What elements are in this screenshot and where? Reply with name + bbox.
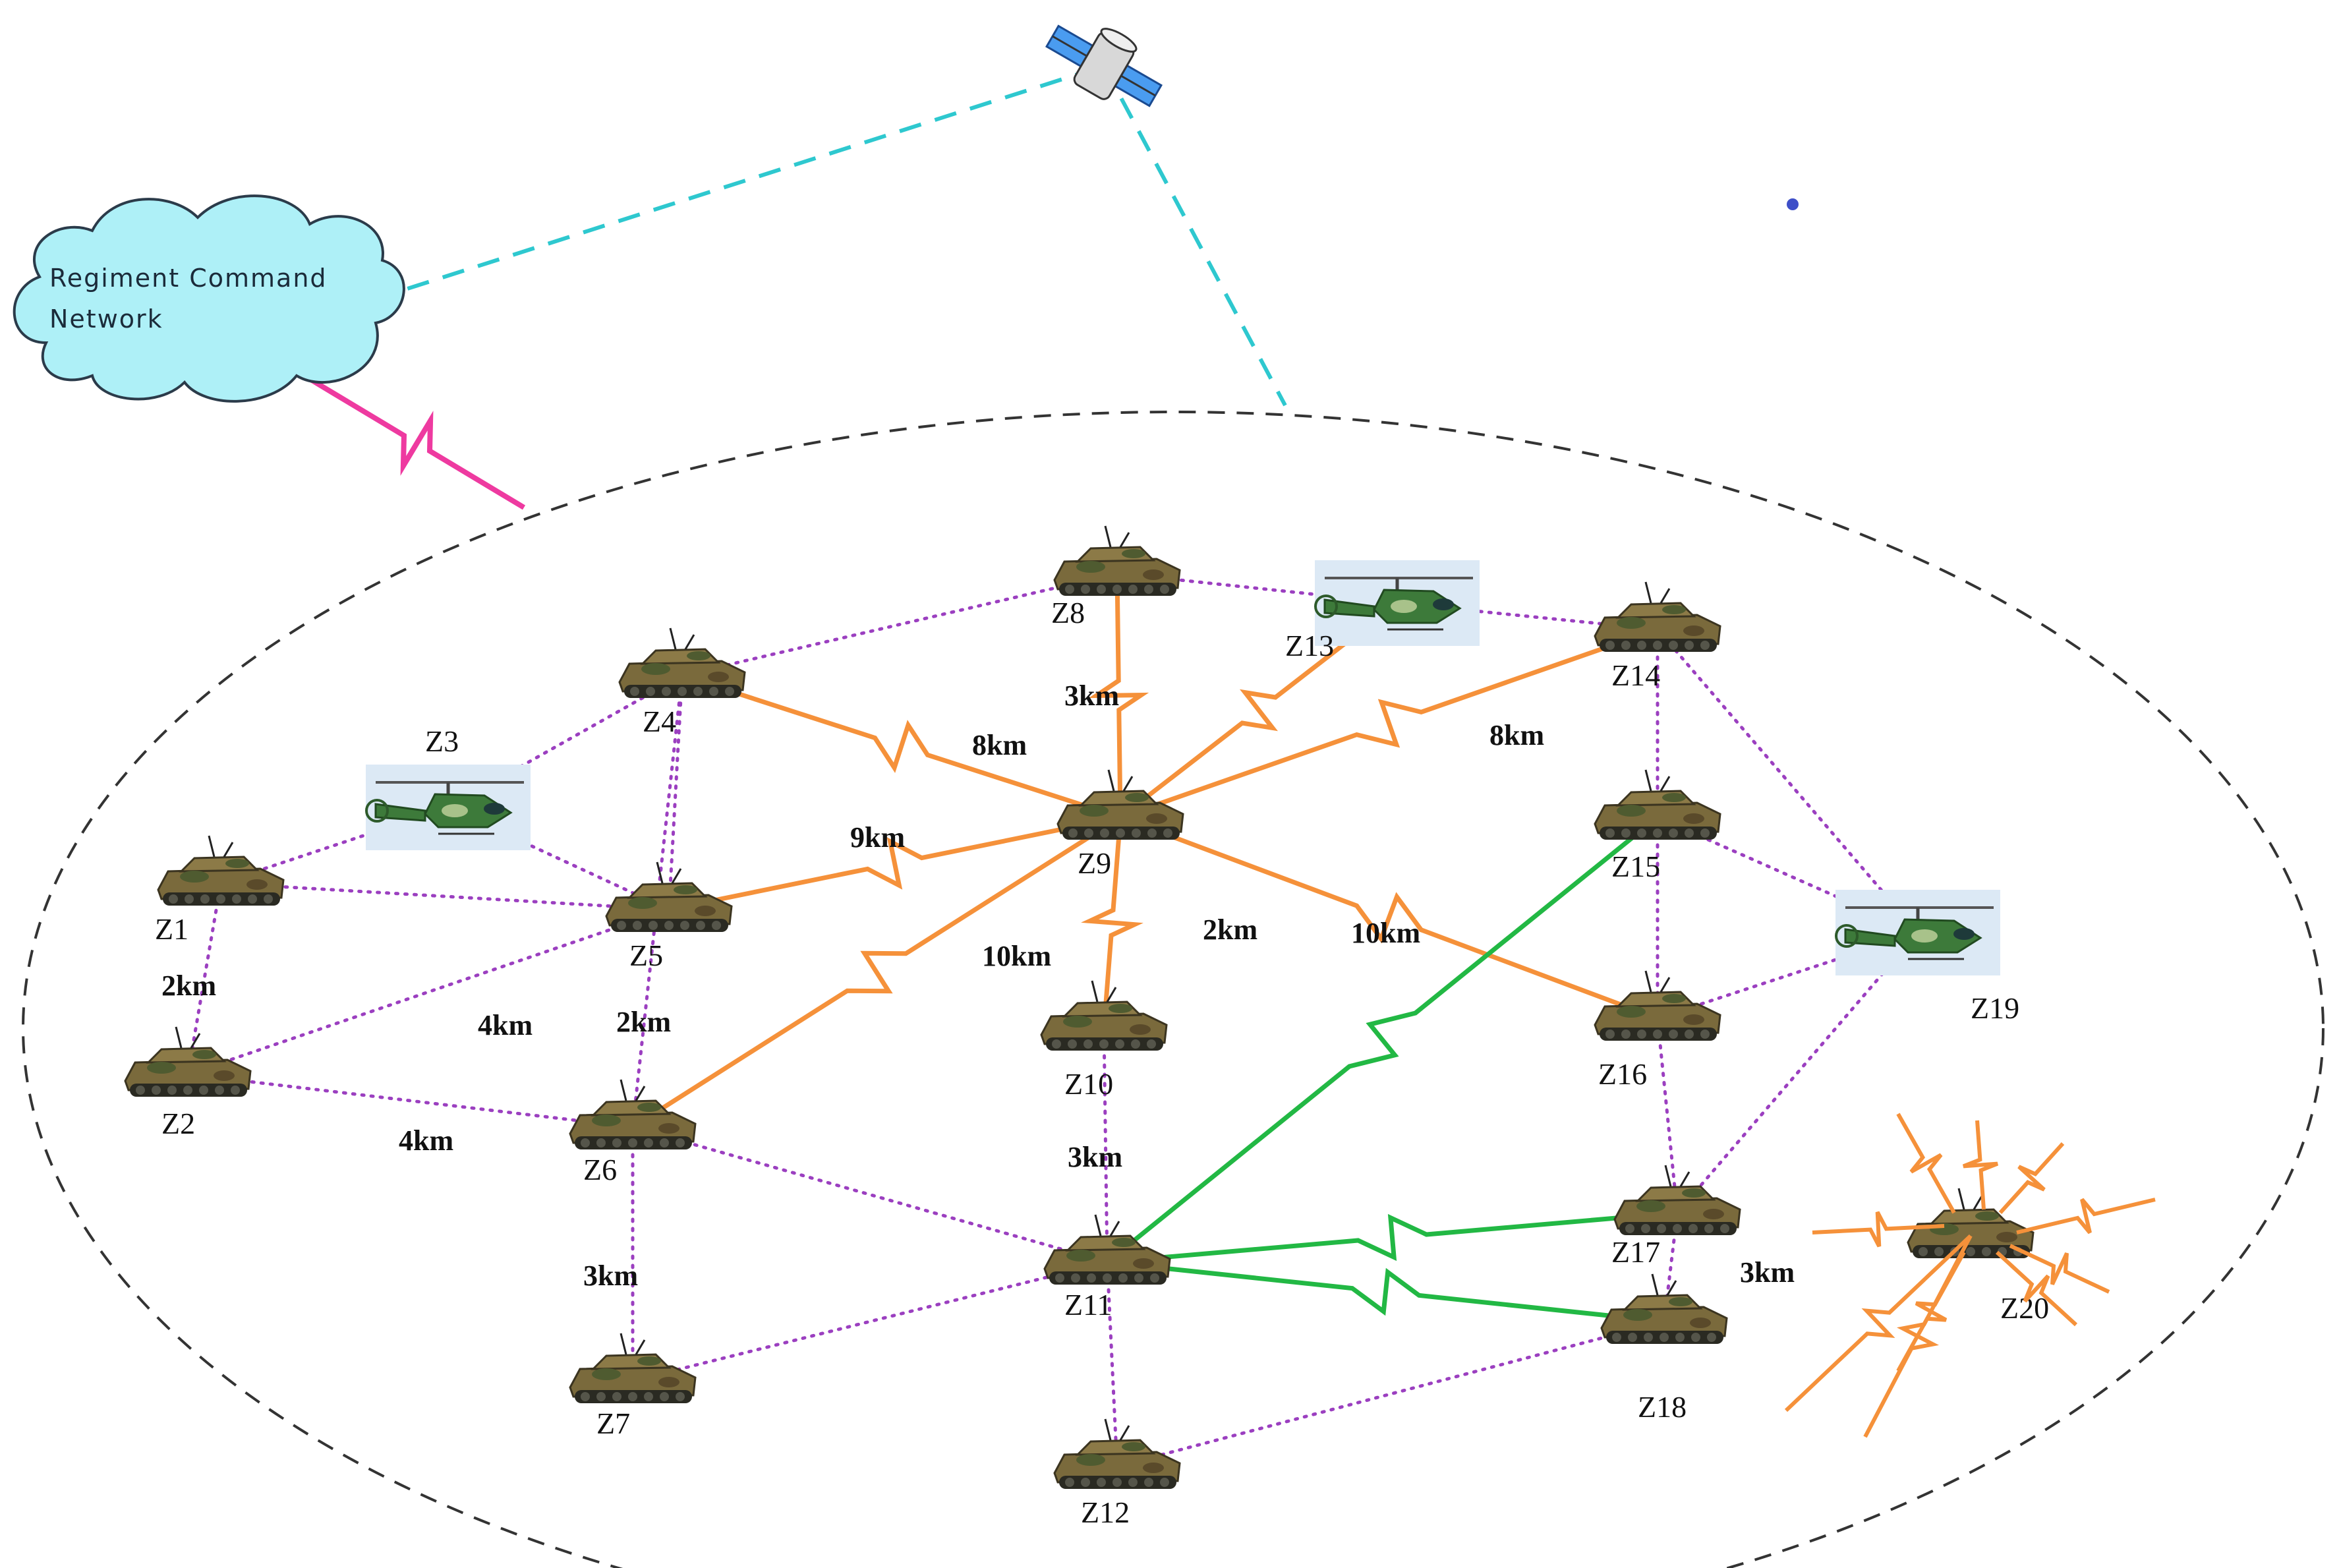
distance-label-Z2-Z5: 4km [478, 1009, 533, 1041]
distance-label-Z11-Z12: 3km [1068, 1141, 1122, 1173]
node-label-Z7: Z7 [596, 1407, 630, 1440]
cloud-label-line2: Network [49, 305, 163, 334]
link-Z9-Z8 [1088, 573, 1149, 818]
link-Z2-Z6 [186, 1072, 635, 1129]
node-label-Z18: Z18 [1638, 1390, 1687, 1424]
link-Z17-Z19 [1675, 931, 1920, 1215]
coverage-boundary [22, 411, 2325, 1568]
node-label-Z16: Z16 [1598, 1057, 1647, 1091]
tank-node-Z15[interactable] [1594, 769, 1721, 840]
node-label-Z14: Z14 [1611, 658, 1660, 692]
node-label-Z12: Z12 [1081, 1495, 1130, 1529]
tank-node-Z11[interactable] [1043, 1214, 1171, 1285]
distance-label-Z2-Z6: 4km [399, 1124, 453, 1157]
tank-node-Z2[interactable] [124, 1026, 252, 1097]
cloud-label-line1: Regiment Command [49, 264, 328, 293]
link-Z4-Z5 [667, 674, 684, 912]
link-Z9-Z13 [1118, 601, 1399, 819]
link-Z11-Z12 [1105, 1260, 1119, 1468]
tank-node-Z9[interactable] [1056, 769, 1184, 840]
link-Z11-Z15 [1105, 815, 1660, 1264]
link-Z2-Z5 [186, 908, 671, 1076]
tank-node-Z4[interactable] [618, 627, 746, 698]
node-label-Z11: Z11 [1064, 1288, 1112, 1321]
distance-label-Z9-Z14: 8km [1489, 719, 1544, 751]
node-label-Z20: Z20 [2000, 1291, 2049, 1325]
tank-node-Z7[interactable] [569, 1333, 697, 1403]
link-Z9-Z5 [668, 815, 1121, 912]
link-Z4-Z8 [680, 571, 1119, 678]
link-cloud-area [308, 376, 526, 510]
distance-label-Z6-Z7: 3km [583, 1260, 638, 1292]
node-label-Z3: Z3 [425, 724, 459, 758]
distance-label-Z9-Z10: 2km [1203, 914, 1257, 946]
link-Z4-Z6 [631, 674, 684, 1129]
tank-node-Z6[interactable] [569, 1079, 697, 1149]
tank-node-Z12[interactable] [1053, 1418, 1181, 1489]
distance-label-Z10-Z11: 3km [1740, 1256, 1795, 1289]
link-Z9-Z16 [1119, 815, 1659, 1021]
link-Z9-Z14 [1119, 627, 1659, 820]
tank-node-Z14[interactable] [1594, 581, 1721, 652]
distance-label-Z9-Z16: 10km [1351, 917, 1420, 949]
distance-label-Z4-Z6: 2km [616, 1006, 671, 1038]
satellite-icon [1045, 24, 1163, 107]
node-label-Z8: Z8 [1051, 596, 1085, 629]
jamming-bolts-Z20 [1784, 1113, 2156, 1438]
node-label-Z10: Z10 [1064, 1067, 1113, 1101]
link-cloud-satellite [372, 64, 1105, 302]
link-Z13-Z14 [1395, 601, 1660, 631]
tank-node-Z18[interactable] [1600, 1273, 1728, 1344]
node-label-Z4: Z4 [643, 705, 676, 738]
helicopter-node-Z3[interactable] [365, 765, 531, 850]
link-Z12-Z18 [1115, 1320, 1666, 1468]
helicopter-node-Z13[interactable] [1314, 560, 1480, 646]
helicopter-node-Z19[interactable] [1835, 890, 2000, 975]
node-label-Z2: Z2 [161, 1107, 195, 1140]
tank-node-Z5[interactable] [605, 861, 733, 932]
node-label-Z6: Z6 [583, 1153, 617, 1186]
link-Z11-Z17 [1107, 1210, 1678, 1265]
node-label-Z15: Z15 [1611, 850, 1660, 883]
distance-label-Z9-Z4: 8km [972, 729, 1027, 761]
distance-label-Z9-Z8: 3km [1064, 680, 1119, 712]
link-Z6-Z11 [631, 1125, 1109, 1264]
node-label-Z5: Z5 [629, 939, 663, 972]
distance-label-Z1-Z2: 2km [161, 970, 216, 1002]
link-Z7-Z11 [631, 1260, 1109, 1383]
link-Z16-Z19 [1656, 931, 1920, 1020]
distance-label-Z9-Z6: 10km [982, 940, 1051, 972]
node-label-Z1: Z1 [155, 912, 188, 946]
blue-dot [1787, 198, 1799, 210]
node-label-Z13: Z13 [1285, 629, 1334, 662]
link-Z9-Z4 [681, 673, 1122, 820]
tank-node-Z8[interactable] [1053, 525, 1181, 596]
link-Z10-Z11 [1102, 1026, 1109, 1264]
link-Z1-Z5 [219, 881, 671, 912]
link-Z14-Z19 [1656, 627, 1920, 935]
link-Z11-Z18 [1107, 1260, 1665, 1324]
distance-label-Z9-Z5: 9km [850, 821, 905, 854]
link-satellite-area [1102, 65, 1287, 407]
tank-node-Z17[interactable] [1613, 1165, 1741, 1235]
tank-node-Z10[interactable] [1040, 980, 1168, 1051]
link-Z16-Z17 [1656, 1016, 1679, 1215]
tank-node-Z16[interactable] [1594, 970, 1721, 1041]
node-label-Z9: Z9 [1078, 846, 1111, 880]
link-Z9-Z10 [1081, 817, 1143, 1029]
node-label-Z17: Z17 [1611, 1235, 1660, 1269]
tank-node-Z1[interactable] [157, 835, 285, 906]
node-label-Z19: Z19 [1971, 991, 2019, 1025]
link-Z3-Z5 [446, 805, 671, 912]
link-Z9-Z6 [631, 815, 1122, 1129]
